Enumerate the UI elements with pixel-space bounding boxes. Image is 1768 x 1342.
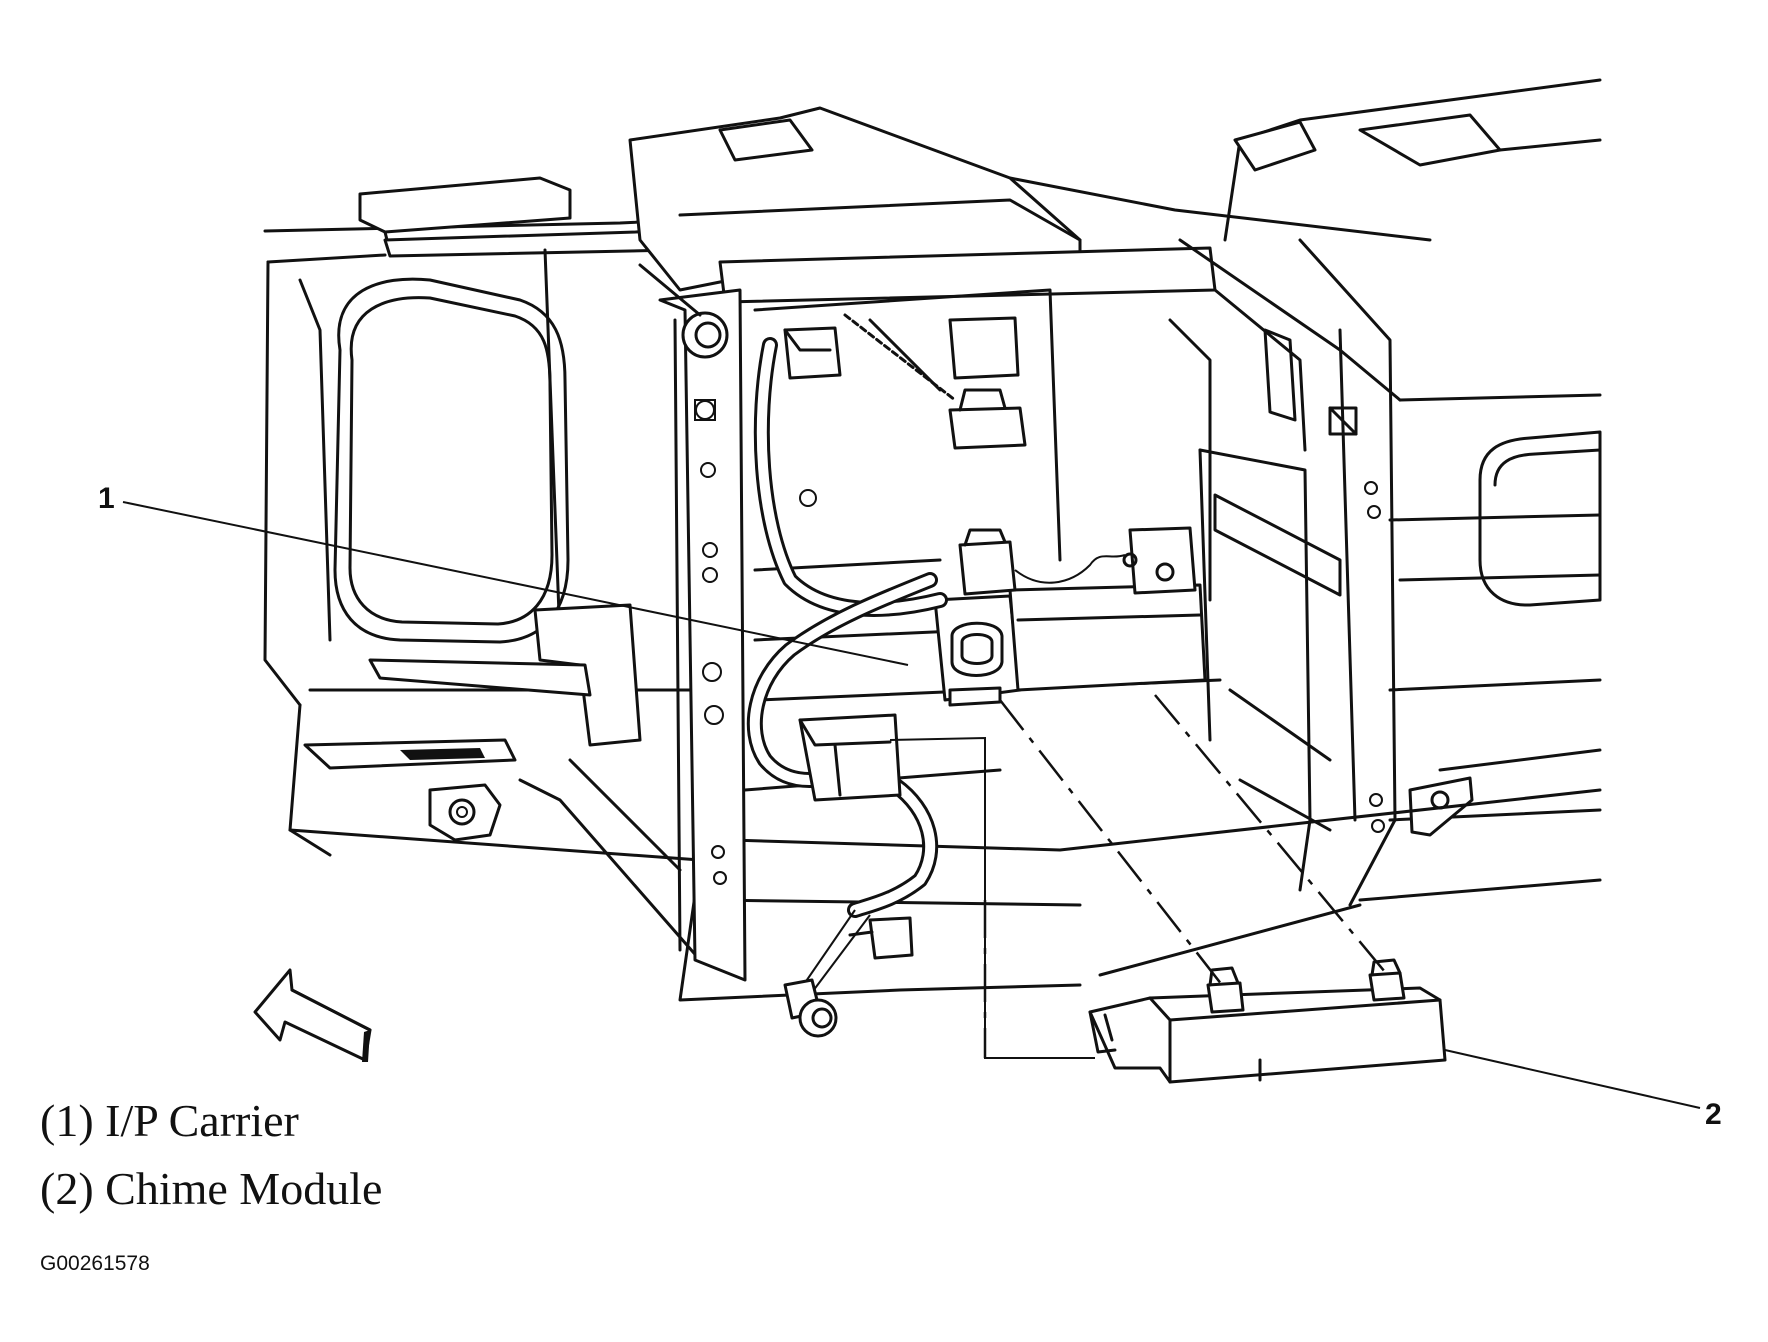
- callout-1-label: 1: [98, 482, 115, 515]
- dashboard-body: [263, 78, 1602, 1002]
- legend-item-ip-carrier: (1) I/P Carrier: [40, 1095, 299, 1146]
- legend-item-chime-module: (2) Chime Module: [40, 1163, 383, 1214]
- install-line-right: [1154, 694, 1386, 973]
- wiring-harness: [746, 337, 1126, 1038]
- forward-view-arrow-icon: [253, 968, 372, 1062]
- leader-lines: [122, 501, 1701, 1109]
- callout-1-leader: [122, 501, 909, 666]
- figure-id: G00261578: [40, 1252, 150, 1275]
- chime-module: [1088, 958, 1447, 1084]
- install-line-left: [999, 699, 1223, 986]
- callout-2-label: 2: [1705, 1098, 1722, 1131]
- connector-route-line: [889, 736, 1095, 1059]
- callout-2-leader: [1444, 1049, 1701, 1109]
